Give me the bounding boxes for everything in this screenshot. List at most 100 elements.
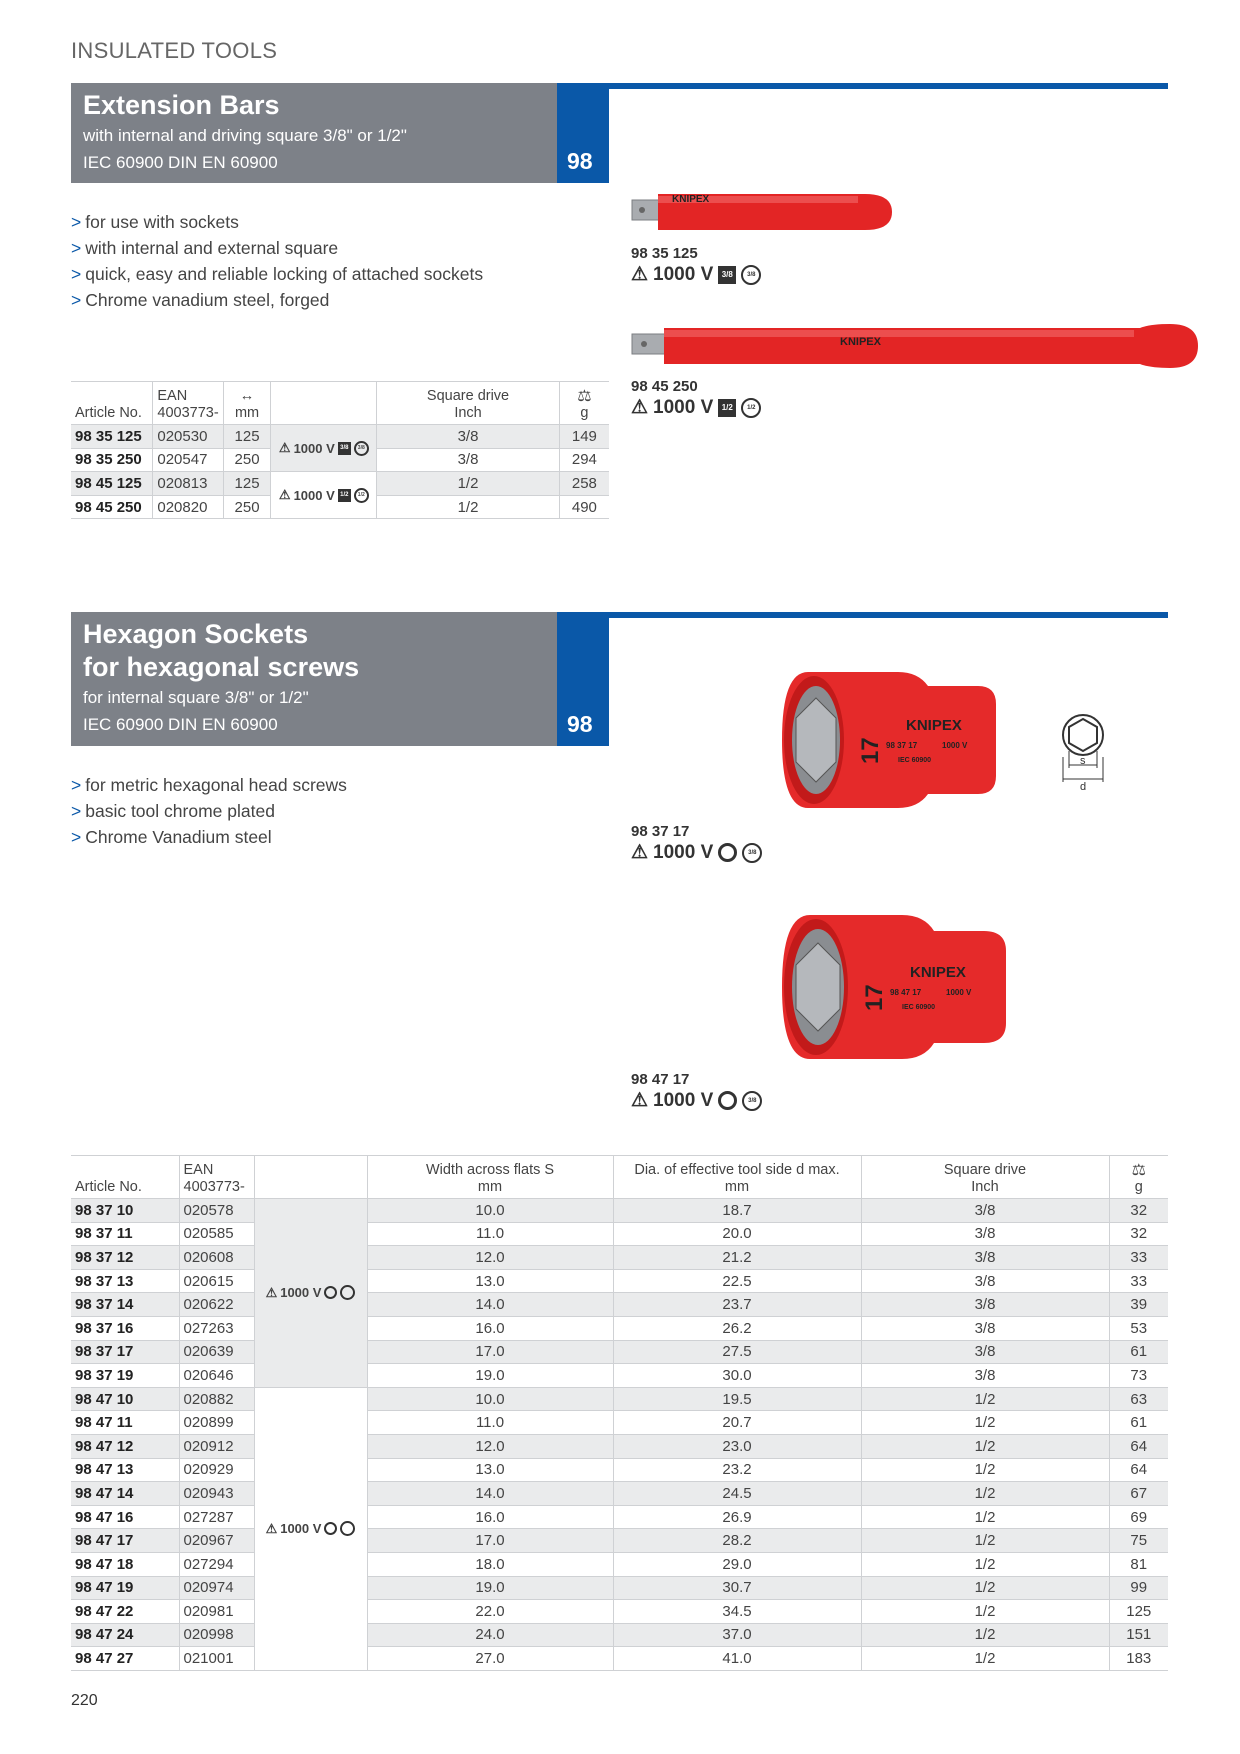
hexagon-dimension-diagram: s d (1062, 714, 1104, 792)
double-arrow-icon: ↔ (239, 388, 255, 404)
socket2-voltage-row: ⚠ 1000 V 3/8 (631, 1089, 763, 1112)
section2-number: 98 (567, 711, 593, 737)
header-blank (254, 1155, 368, 1199)
section1-title: Extension Bars (83, 90, 280, 120)
section2-standards: IEC 60900 DIN EN 60900 (83, 715, 278, 734)
header-length: ↔mm (223, 381, 272, 425)
scale-icon: ⚖ (1131, 1162, 1146, 1179)
page-number: 220 (71, 1692, 98, 1709)
product2-code: 98 45 250 (631, 378, 698, 395)
section1-standards: IEC 60900 DIN EN 60900 (83, 153, 278, 172)
feature-item: >basic tool chrome plated (71, 801, 275, 821)
insulation-triangle-icon: ⚠ (278, 440, 291, 456)
square-drive-circle-icon: 3/8 (353, 440, 369, 456)
square-drive-circle-icon: 98 47 17 (340, 1521, 356, 1537)
socket2-mark-voltage: 1000 V (946, 988, 972, 997)
socket2-size: 17 (861, 984, 888, 1011)
chevron-right-icon: > (71, 264, 82, 284)
product2-label: 98 45 250 ⚠ 1000 V 1/2 1/2 (631, 377, 762, 419)
socket1-label: 98 37 17 ⚠ 1000 V 3/8 (631, 822, 763, 864)
hexagon-socket-icon (718, 843, 738, 862)
square-drive-circle-icon: 3/8 (741, 264, 762, 285)
feature-item: >for metric hexagonal head screws (71, 775, 347, 795)
chevron-right-icon: > (71, 238, 82, 258)
insulation-triangle-icon: ⚠ (265, 1520, 278, 1536)
chevron-right-icon: > (71, 801, 82, 821)
product1-brand: KNIPEX (672, 194, 710, 205)
header-article: Article No. (71, 381, 154, 425)
hexagon-socket-12-image: KNIPEX 98 47 17 1000 V IEC 60900 17 (782, 915, 1006, 1059)
socket1-code: 98 37 17 (631, 823, 690, 840)
hexagon-socket-icon (324, 1286, 338, 1300)
header-weight: ⚖g (1109, 1155, 1168, 1199)
socket1-voltage: 1000 V (653, 841, 714, 863)
section1-number-box: 98 (557, 83, 609, 183)
product1-voltage-row: ⚠ 1000 V 3/8 3/8 (631, 263, 762, 286)
product1-code: 98 35 125 (631, 245, 698, 262)
socket2-voltage: 1000 V (653, 1089, 714, 1111)
product2-voltage: 1000 V (653, 396, 714, 418)
insulation-triangle-icon: ⚠ (278, 487, 291, 503)
section2-title-line2: for hexagonal screws (83, 652, 360, 682)
section2-rule (609, 612, 1168, 618)
section2-subtitle: for internal square 3/8" or 1/2" (83, 688, 309, 707)
square-drive-circle-icon: 1/2 (741, 397, 762, 418)
chevron-right-icon: > (71, 827, 82, 847)
socket2-mark: 98 47 17 (890, 988, 922, 997)
square-drive-icon: 3/8 (337, 441, 351, 455)
socket1-brand: KNIPEX (906, 717, 962, 734)
section2-title: Hexagon Sockets (83, 619, 309, 649)
insulation-triangle-icon: ⚠ (631, 1090, 649, 1111)
voltage-group-cell: ⚠1000 V98 37 17 (254, 1198, 368, 1388)
feature-item: >for use with sockets (71, 212, 239, 232)
insulation-triangle-icon: ⚠ (631, 397, 649, 418)
section1-subtitle: with internal and driving square 3/8" or… (83, 126, 407, 145)
square-drive-circle-icon: 3/8 (742, 1090, 763, 1111)
product1-label: 98 35 125 ⚠ 1000 V 3/8 3/8 (631, 244, 762, 286)
product2-voltage-row: ⚠ 1000 V 1/2 1/2 (631, 396, 762, 419)
square-drive-icon: 3/8 (718, 265, 737, 284)
product2-brand: KNIPEX (840, 336, 882, 348)
socket1-iec: IEC 60900 (898, 757, 931, 764)
chevron-right-icon: > (71, 212, 82, 232)
category-heading: INSULATED TOOLS (71, 38, 278, 63)
section2-number-box: 98 (557, 612, 609, 746)
chevron-right-icon: > (71, 775, 82, 795)
header-weight: ⚖g (559, 381, 609, 425)
square-drive-icon: 1/2 (337, 488, 351, 502)
section2-features: >for metric hexagonal head screws >basic… (71, 772, 347, 850)
socket1-size: 17 (857, 737, 884, 764)
socket1-voltage-row: ⚠ 1000 V 3/8 (631, 841, 763, 864)
feature-item: >Chrome Vanadium steel (71, 827, 272, 847)
header-diameter: Dia. of effective tool side d max.mm (613, 1155, 862, 1199)
insulation-triangle-icon: ⚠ (265, 1284, 278, 1300)
chevron-right-icon: > (71, 290, 82, 310)
diagram-d-label: d (1080, 781, 1086, 792)
extension-bar-short-image: KNIPEX (631, 194, 892, 230)
